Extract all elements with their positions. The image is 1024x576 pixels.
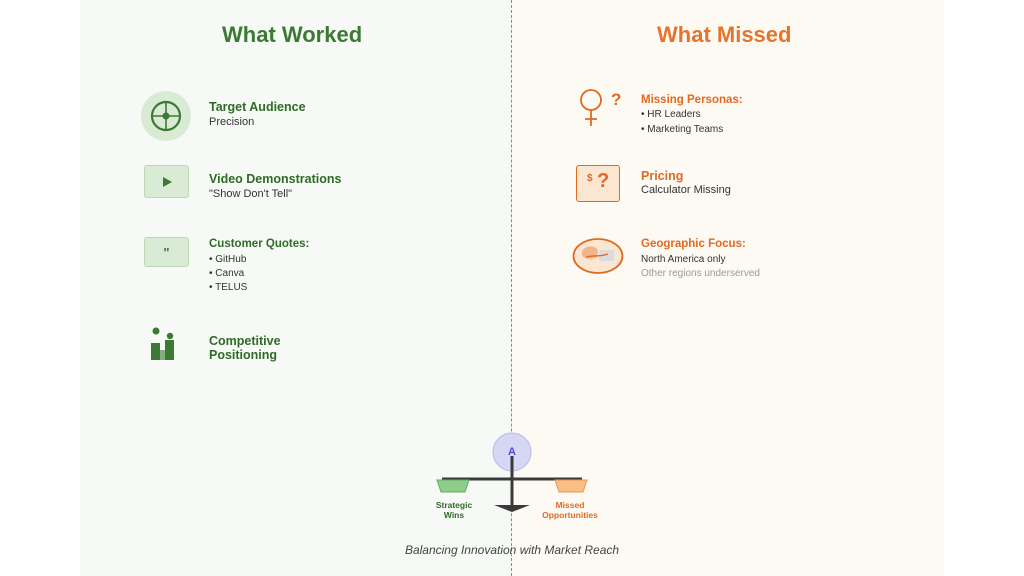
customer-quotes-title: Customer Quotes: xyxy=(209,238,310,250)
pricing-calculator-icon: $ ? xyxy=(576,165,620,202)
quote-icon: " xyxy=(144,237,189,267)
center-divider xyxy=(511,0,512,576)
pricing-question-glyph: ? xyxy=(597,170,610,192)
globe-icon xyxy=(572,237,624,275)
strategic-wins-label-line2: Wins xyxy=(443,510,465,520)
tagline: Balancing Innovation with Market Reach xyxy=(404,543,620,557)
geographic-focus-title: Geographic Focus: xyxy=(641,238,746,250)
slide: What Worked What Missed Target Audience … xyxy=(80,0,944,576)
scale-right-pan xyxy=(554,479,588,493)
pricing-title: Pricing xyxy=(641,169,684,183)
geographic-focus-line2: Other regions underserved xyxy=(641,268,760,279)
quote-bullet-canva: • Canva xyxy=(209,268,245,279)
video-demonstrations-title: Video Demonstrations xyxy=(209,172,342,186)
missing-personas-title: Missing Personas: xyxy=(641,94,743,106)
balance-scale xyxy=(436,432,588,512)
target-audience-title: Target Audience xyxy=(209,100,306,114)
quote-bullet-telus: • TELUS xyxy=(209,282,248,293)
persona-bullet-marketing-teams: • Marketing Teams xyxy=(641,124,724,135)
geographic-focus-line1: North America only xyxy=(641,254,726,265)
what-worked-title: What Worked xyxy=(222,22,363,47)
scale-center-glyph: A xyxy=(508,446,516,458)
podium-icon xyxy=(148,326,176,362)
missed-opportunities-label: Missed Opportunities xyxy=(535,500,605,520)
missed-opportunities-label-line2: Opportunities xyxy=(542,510,598,520)
quote-bullet-github: • GitHub xyxy=(209,254,247,265)
video-demonstrations-subtitle: "Show Don't Tell" xyxy=(209,188,293,200)
persona-bullet-hr-leaders: • HR Leaders xyxy=(641,109,701,120)
scale-base xyxy=(494,505,530,512)
target-audience-subtitle: Precision xyxy=(209,116,255,128)
persona-question-icon: ? xyxy=(577,88,627,128)
persona-question-glyph: ? xyxy=(611,90,622,109)
strategic-wins-label-line1: Strategic xyxy=(435,500,473,510)
pricing-subtitle: Calculator Missing xyxy=(641,184,731,196)
what-missed-title: What Missed xyxy=(657,22,792,47)
competitive-positioning-title-line1: Competitive xyxy=(209,334,281,348)
strategic-wins-label: Strategic Wins xyxy=(424,500,484,520)
play-icon xyxy=(144,165,189,198)
target-icon xyxy=(140,90,192,142)
missed-opportunities-label-line1: Missed xyxy=(555,500,585,510)
quote-glyph: " xyxy=(163,244,170,260)
competitive-positioning-title-line2: Positioning xyxy=(209,348,278,362)
scale-left-pan xyxy=(436,479,470,493)
dollar-glyph: $ xyxy=(587,173,593,184)
